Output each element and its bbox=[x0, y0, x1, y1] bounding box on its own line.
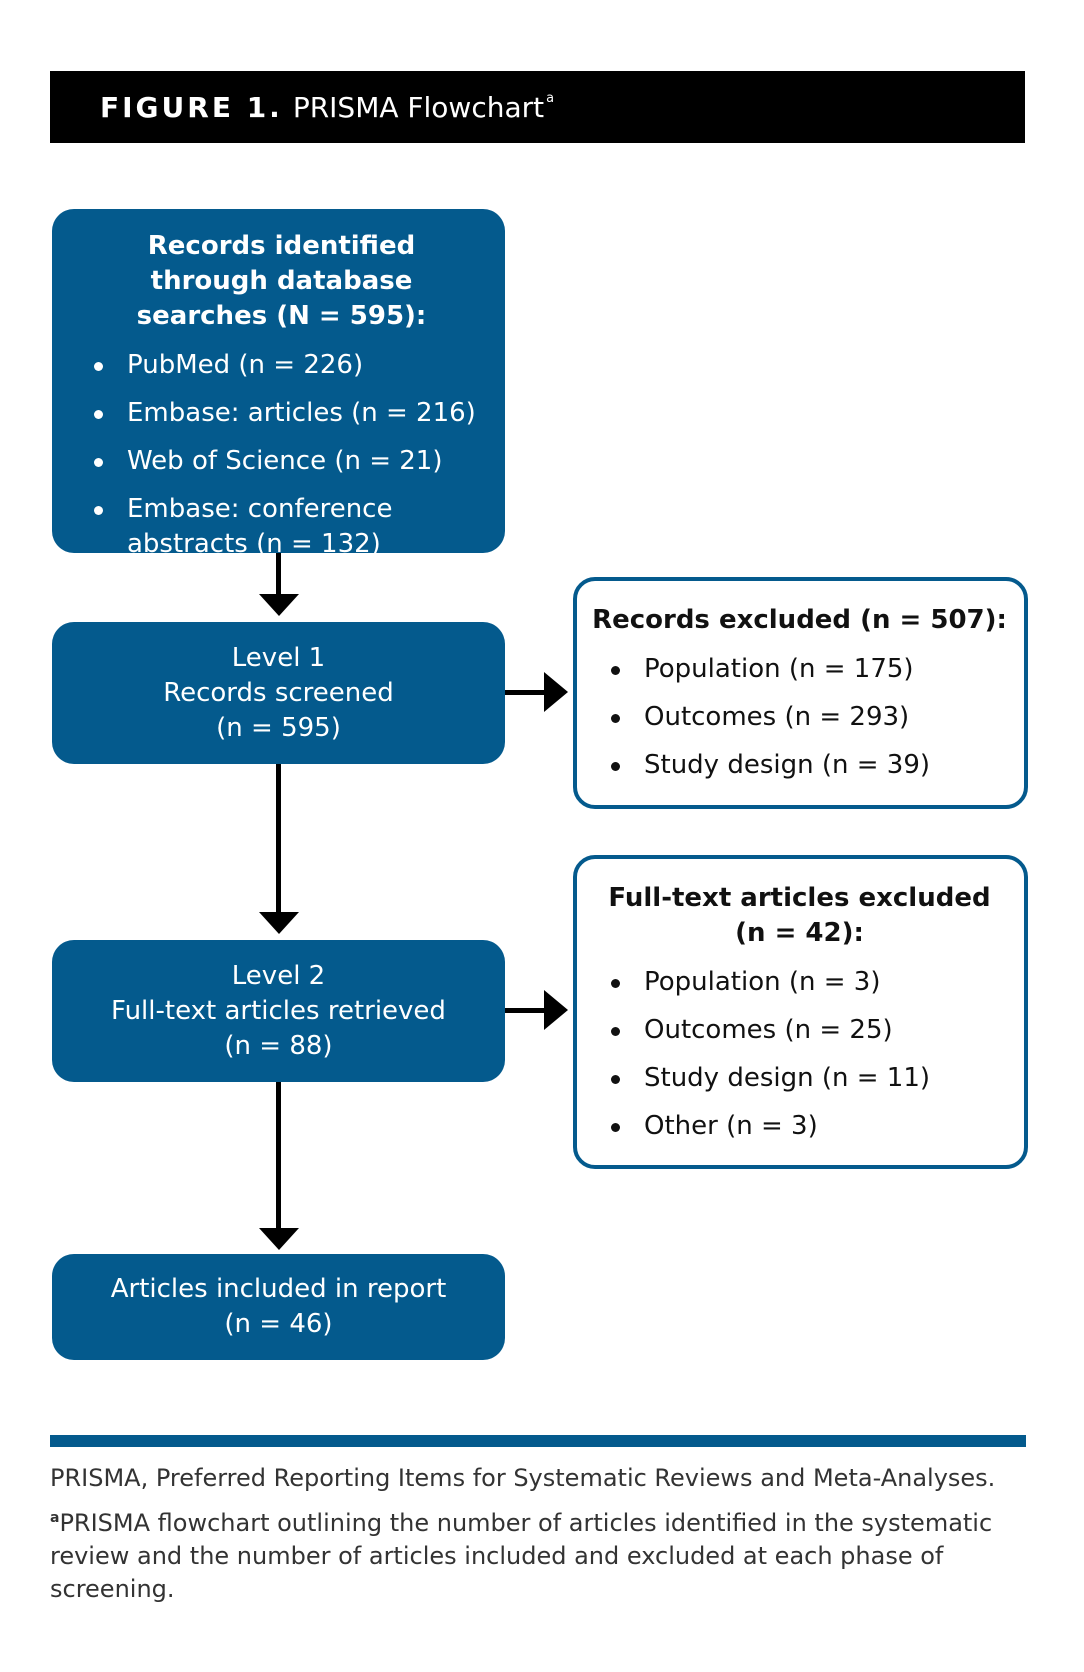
included-box: Articles included in report (n = 46) bbox=[52, 1254, 505, 1360]
included-label: Articles included in report bbox=[110, 1274, 447, 1304]
footnote-marker: a bbox=[50, 1510, 60, 1526]
list-item: Population (n = 3) bbox=[589, 965, 1010, 1000]
figure-title-text: PRISMA Flowchart bbox=[292, 90, 545, 124]
excluded-fulltext-heading-line1: Full-text articles excluded bbox=[608, 883, 991, 913]
fulltext-count: (n = 88) bbox=[224, 1030, 333, 1061]
footnote-text: PRISMA flowchart outlining the number of… bbox=[50, 1509, 993, 1603]
arrow-down-icon bbox=[259, 594, 299, 616]
list-item: Study design (n = 39) bbox=[589, 748, 1010, 783]
screening-count: (n = 595) bbox=[216, 712, 341, 743]
connector-line bbox=[276, 1082, 281, 1232]
list-item: PubMed (n = 226) bbox=[72, 348, 491, 383]
connector-line bbox=[276, 764, 281, 914]
arrow-down-icon bbox=[259, 1228, 299, 1250]
list-item: Population (n = 175) bbox=[589, 652, 1010, 687]
connector-line bbox=[505, 1008, 545, 1013]
figure-title-footnote-marker: a bbox=[546, 91, 555, 107]
figure-label: FIGURE 1. bbox=[100, 90, 283, 124]
arrow-right-icon bbox=[544, 672, 568, 712]
excluded-records-heading: Records excluded (n = 507): bbox=[592, 605, 1007, 635]
list-item: Embase: articles (n = 216) bbox=[72, 396, 491, 431]
excluded-fulltext-heading: Full-text articles excluded (n = 42): bbox=[589, 881, 1010, 951]
excluded-records-list: Population (n = 175) Outcomes (n = 293) … bbox=[589, 652, 1010, 783]
footer-divider bbox=[50, 1435, 1026, 1447]
connector-line bbox=[505, 690, 545, 695]
abbreviation-note: PRISMA, Preferred Reporting Items for Sy… bbox=[50, 1464, 996, 1492]
included-count: (n = 46) bbox=[224, 1309, 333, 1339]
arrow-right-icon bbox=[544, 990, 568, 1030]
list-item: Study design (n = 11) bbox=[589, 1061, 1010, 1096]
excluded-records-box: Records excluded (n = 507): Population (… bbox=[573, 577, 1028, 809]
identification-list: PubMed (n = 226) Embase: articles (n = 2… bbox=[72, 348, 491, 562]
excluded-fulltext-box: Full-text articles excluded (n = 42): Po… bbox=[573, 855, 1028, 1169]
connector-line bbox=[276, 553, 281, 596]
list-item: Outcomes (n = 25) bbox=[589, 1013, 1010, 1048]
footnote-a: aPRISMA flowchart outlining the number o… bbox=[50, 1502, 1010, 1606]
fulltext-box: Level 2 Full-text articles retrieved (n … bbox=[52, 940, 505, 1082]
fulltext-label: Full-text articles retrieved bbox=[111, 995, 446, 1026]
excluded-fulltext-heading-line2: (n = 42): bbox=[735, 918, 864, 948]
screening-level: Level 1 bbox=[231, 642, 326, 673]
fulltext-level: Level 2 bbox=[231, 960, 326, 991]
screening-label: Records screened bbox=[163, 677, 394, 708]
list-item: Outcomes (n = 293) bbox=[589, 700, 1010, 735]
list-item: Embase: conference abstracts (n = 132) bbox=[72, 492, 491, 562]
identification-heading: Records identified through database sear… bbox=[136, 231, 427, 331]
screening-box: Level 1 Records screened (n = 595) bbox=[52, 622, 505, 764]
excluded-fulltext-list: Population (n = 3) Outcomes (n = 25) Stu… bbox=[589, 965, 1010, 1144]
list-item: Other (n = 3) bbox=[589, 1109, 1010, 1144]
identification-box: Records identified through database sear… bbox=[52, 209, 505, 559]
arrow-down-icon bbox=[259, 912, 299, 934]
list-item: Web of Science (n = 21) bbox=[72, 444, 491, 479]
